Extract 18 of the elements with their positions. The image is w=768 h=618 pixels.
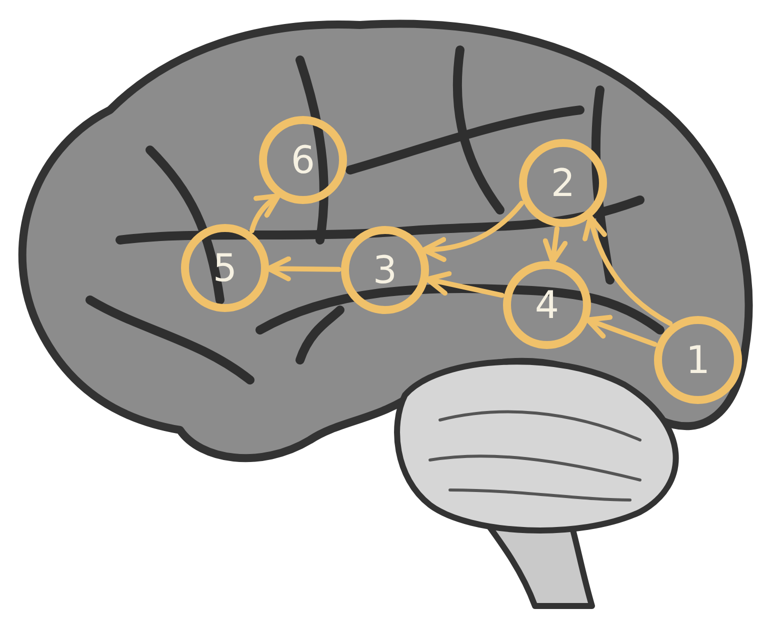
arrow xyxy=(249,193,281,234)
arrow xyxy=(542,226,568,264)
step-number: 4 xyxy=(534,286,560,324)
step-circle xyxy=(519,139,607,227)
step-circle xyxy=(181,224,269,312)
step-circle xyxy=(503,261,591,349)
arrow xyxy=(583,214,673,326)
step-circle xyxy=(654,316,742,404)
step-number: 3 xyxy=(372,251,398,289)
step-number: 2 xyxy=(550,164,576,202)
arrow xyxy=(266,256,342,282)
step-number: 1 xyxy=(686,341,710,379)
step-circle xyxy=(341,226,429,314)
arrow xyxy=(421,200,524,262)
step-number: 6 xyxy=(290,141,316,179)
arrow xyxy=(585,314,658,347)
arrow xyxy=(425,271,504,298)
step-circle xyxy=(259,116,347,204)
